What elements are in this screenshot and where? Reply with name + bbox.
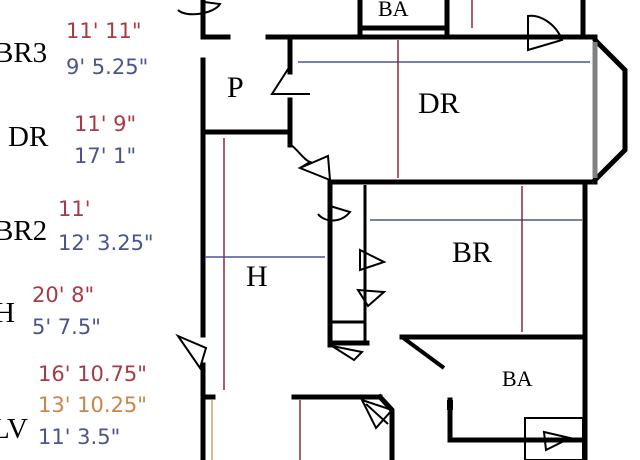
legend-h-width: 5' 7.5" (32, 315, 101, 339)
legend: BR3 11' 11" 9' 5.25" DR 11' 9" 17' 1" BR… (0, 19, 154, 449)
legend-code-br3: BR3 (0, 37, 47, 69)
room-label-dining: DR (418, 87, 460, 120)
door-swing-h (175, 333, 208, 371)
door-swing-top-left (177, 1, 222, 16)
door-closet-lower (356, 288, 387, 308)
legend-code-lv: LV (0, 413, 28, 445)
bath-fixture (524, 417, 584, 460)
room-label-bedroom: BR (452, 236, 492, 269)
legend-lv-alt: 11' 3.5" (38, 425, 120, 449)
legend-lv-width: 13' 10.25" (38, 393, 147, 417)
legend-lv-length: 16' 10.75" (38, 362, 147, 386)
door-swing-closet-base (331, 345, 365, 362)
room-label-ba-top: BA (378, 0, 409, 21)
room-label-hall: H (246, 260, 268, 293)
room-labels: BA P DR H BR BA (227, 0, 533, 391)
room-label-pantry: P (227, 71, 244, 104)
legend-code-dr: DR (8, 121, 49, 153)
door-swing-dr (289, 143, 313, 169)
legend-br3-length: 11' 11" (66, 19, 142, 43)
door-swing-br (317, 205, 352, 222)
doors (175, 1, 573, 452)
wall-bay (591, 34, 628, 184)
legend-code-br2: BR2 (0, 215, 47, 247)
door-closet-upper (359, 248, 387, 272)
door-swing-dr-lower (297, 154, 332, 182)
room-label-ba-bottom: BA (502, 366, 533, 391)
legend-dr-length: 11' 9" (74, 112, 136, 136)
legend-br2-width: 12' 3.25" (58, 231, 154, 255)
door-swing-bath (542, 430, 573, 452)
door-ba-leaf (400, 335, 446, 370)
legend-h-length: 20' 8" (32, 283, 94, 307)
door-swing-lv (360, 398, 394, 430)
legend-br2-length: 11' (58, 197, 91, 221)
walls (200, 0, 628, 460)
measurement-lines (205, 0, 590, 460)
door-swing-top-right (527, 14, 564, 52)
legend-br3-width: 9' 5.25" (66, 55, 148, 79)
legend-code-h: H (0, 297, 15, 329)
legend-dr-width: 17' 1" (74, 144, 136, 168)
door-swing-pantry (270, 65, 310, 95)
